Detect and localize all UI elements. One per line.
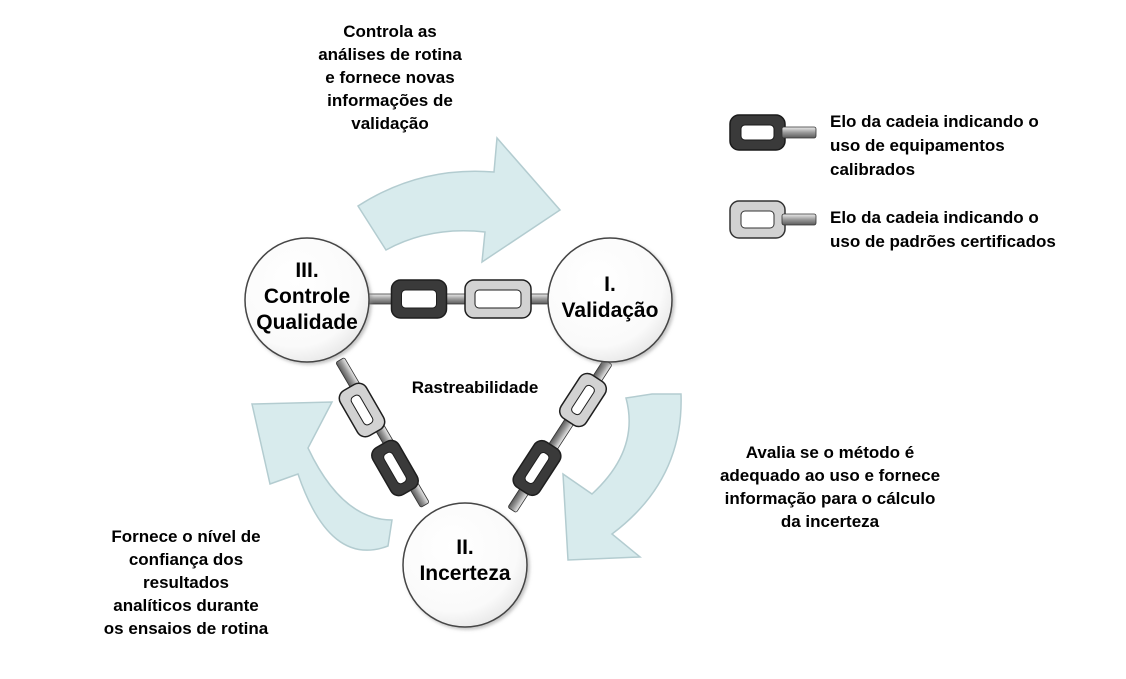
node-controle-title-1: Controle (263, 285, 351, 308)
node-controle-number: III. (295, 259, 319, 282)
annotation-right-line: da incerteza (780, 512, 880, 531)
node-validacao-number: I. (604, 273, 616, 296)
arrow-left (251, 401, 393, 551)
legend-dark-line: calibrados (830, 160, 916, 179)
node-incerteza-title: Incerteza (419, 562, 511, 585)
legend-dark-line: Elo da cadeia indicando o (830, 112, 1039, 131)
legend-light-text: Elo da cadeia indicando o uso de padrões… (830, 206, 1120, 254)
legend-dark-text: Elo da cadeia indicando o uso de equipam… (830, 110, 1120, 182)
node-incerteza-circle (402, 502, 528, 628)
chain-top-dark-link (390, 279, 448, 319)
annotation-left-line: os ensaios de rotina (103, 619, 269, 638)
annotation-top-line: validação (351, 114, 429, 133)
node-validacao-circle (547, 237, 673, 363)
annotation-left-line: resultados (143, 573, 229, 592)
annotation-top-line: informações de (327, 91, 453, 110)
legend-dark-link-icon (729, 114, 817, 151)
chain-right-dark-link (512, 439, 562, 497)
node-incerteza-label: II. Incerteza (410, 535, 520, 587)
annotation-top: Controla as análises de rotina e fornece… (285, 20, 495, 135)
chain-right-light-link (558, 372, 608, 428)
annotation-left-line: confiança dos (128, 550, 244, 569)
legend-light-line: uso de padrões certificados (830, 232, 1056, 251)
annotation-top-line: análises de rotina (318, 45, 462, 64)
node-controle-title-2: Qualidade (256, 311, 358, 334)
annotation-left-line: analíticos durante (113, 596, 259, 615)
annotation-right-line: Avalia se o método é (745, 443, 915, 462)
node-controle-label: III. Controle Qualidade (247, 258, 367, 336)
arrow-top (356, 136, 562, 264)
annotation-left: Fornece o nível de confiança dos resulta… (75, 525, 297, 640)
legend-dark-line: uso de equipamentos (830, 136, 1005, 155)
annotation-right-line: adequado ao uso e fornece (719, 466, 941, 485)
center-label-rastreabilidade: Rastreabilidade (411, 378, 539, 397)
annotation-top-line: e fornece novas (325, 68, 455, 87)
annotation-right: Avalia se o método é adequado ao uso e f… (680, 441, 980, 533)
annotation-left-line: Fornece o nível de (111, 527, 261, 546)
legend-light-link-icon (729, 200, 817, 239)
arrow-right (562, 393, 682, 561)
legend-light-line: Elo da cadeia indicando o (830, 208, 1039, 227)
chain-left-light-link (338, 382, 386, 438)
annotation-top-line: Controla as (343, 22, 437, 41)
annotation-right-line: informação para o cálculo (724, 489, 936, 508)
node-validacao-title: Validação (561, 299, 659, 322)
chain-left-dark-link (371, 439, 419, 497)
node-incerteza-number: II. (456, 536, 474, 559)
node-controle-circle (244, 237, 370, 363)
chain-top-light-link (464, 279, 532, 319)
node-validacao-label: I. Validação (555, 272, 665, 324)
